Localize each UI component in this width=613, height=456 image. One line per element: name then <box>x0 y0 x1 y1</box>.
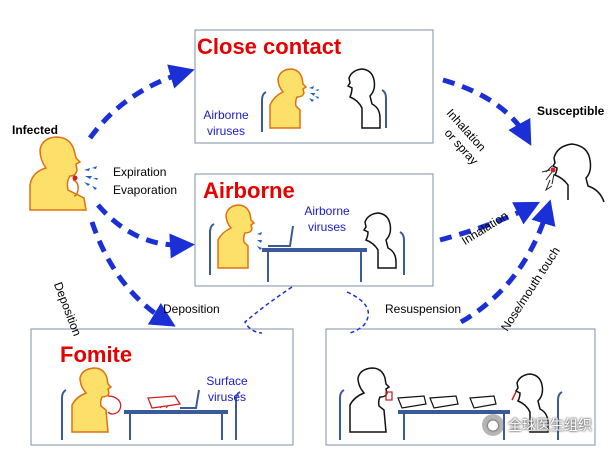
arrow-to-airborne <box>96 203 195 259</box>
wechat-icon: ● <box>482 414 504 436</box>
fomite-scene <box>61 367 241 440</box>
fomite-note: Surface viruses <box>198 373 256 405</box>
watermark: ● 全球医生组织 <box>482 413 610 437</box>
evaporation-label: Evaporation <box>113 183 178 197</box>
deposition-label: Deposition <box>163 302 220 316</box>
airborne-scene <box>209 204 405 282</box>
arrow-to-close-contact <box>87 64 195 140</box>
arrow-to-fomite <box>89 221 176 327</box>
close-contact-note: Airborne viruses <box>195 107 257 139</box>
airborne-title: Airborne <box>203 178 295 203</box>
infected-person <box>29 136 87 211</box>
close-contact-scene <box>261 68 387 132</box>
arrow-resuspension-to-susceptible <box>459 199 556 325</box>
resuspension-scene <box>339 367 563 440</box>
infected-label: Infected <box>12 123 59 137</box>
fomite-title: Fomite <box>60 342 133 367</box>
airborne-note-line-2: viruses <box>307 220 346 234</box>
close-contact-note-line-2: viruses <box>206 124 245 138</box>
deposition-link <box>244 286 293 334</box>
expiration-label: Expiration <box>113 165 167 179</box>
airborne-note-line-1: Airborne <box>304 204 350 218</box>
watermark-text: 全球医生组织 <box>508 418 592 434</box>
susceptible-person <box>541 143 605 203</box>
close-contact-panel <box>194 29 434 144</box>
resuspension-link <box>346 291 369 334</box>
fomite-note-line-1: Surface <box>206 374 248 388</box>
fomite-note-line-2: viruses <box>207 390 246 404</box>
airborne-note: Airborne viruses <box>296 203 358 235</box>
susceptible-label: Susceptible <box>537 104 605 118</box>
expiration-droplets <box>84 166 98 190</box>
arrow-airborne-to-susceptible <box>439 201 541 243</box>
close-contact-title: Close contact <box>197 34 342 59</box>
close-contact-note-line-1: Airborne <box>203 108 249 122</box>
resuspension-label: Resuspension <box>385 302 462 316</box>
